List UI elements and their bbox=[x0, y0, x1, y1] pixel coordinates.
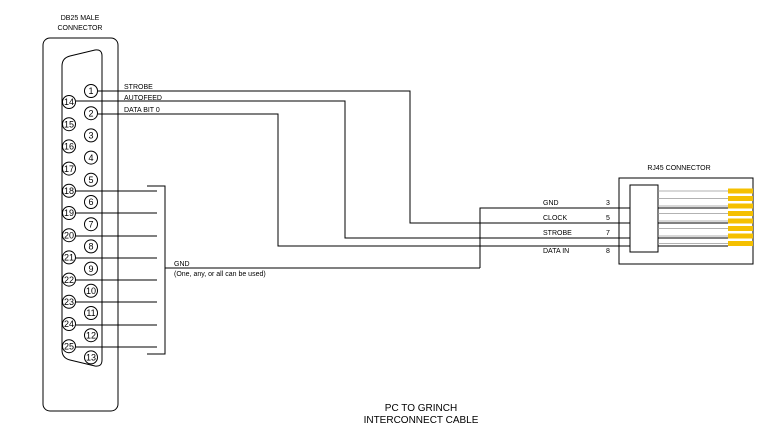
db25-insert bbox=[61, 49, 103, 367]
rj45-latch bbox=[629, 184, 659, 253]
wire-data-bit0 bbox=[98, 113, 630, 247]
rj-pin-5: 5 bbox=[606, 215, 610, 222]
label-gnd: GND bbox=[174, 261, 190, 268]
rj45-contact-5 bbox=[728, 218, 753, 224]
db25-pin-25-circle bbox=[62, 339, 76, 354]
wire-autofeed bbox=[76, 100, 630, 239]
db25-pin-17-label: 17 bbox=[64, 164, 74, 174]
db25-pin-18-label: 18 bbox=[64, 186, 74, 196]
rj45-contact-8 bbox=[728, 241, 753, 246]
db25-pin-1-label: 1 bbox=[88, 86, 93, 96]
rj-signal-data-in: DATA IN bbox=[543, 248, 569, 255]
db25-label-line1: DB25 MALE bbox=[61, 15, 100, 22]
db25-pin-12-label: 12 bbox=[86, 330, 96, 340]
db25-pin-24-circle bbox=[62, 317, 76, 331]
rj45-contact-1 bbox=[728, 188, 753, 194]
db25-pin-3-circle bbox=[84, 128, 98, 143]
db25-shell bbox=[42, 37, 119, 412]
rj45-contact-3 bbox=[728, 203, 753, 209]
wire-gnd-to-rj bbox=[479, 207, 630, 268]
diagram-title-line2: INTERCONNECT CABLE bbox=[364, 415, 479, 426]
db25-pin-22-circle bbox=[62, 272, 76, 287]
rj-signal-strobe: STROBE bbox=[543, 230, 572, 237]
db25-pin-6-label: 6 bbox=[88, 197, 93, 207]
diagram-title-line1: PC TO GRINCH bbox=[385, 403, 457, 414]
rj45-label: RJ45 CONNECTOR bbox=[647, 165, 710, 172]
db25-pin-11-circle bbox=[84, 306, 98, 320]
db25-pin-9-circle bbox=[84, 261, 98, 276]
db25-pin-15-label: 15 bbox=[64, 119, 74, 129]
rj-pin-3: 3 bbox=[606, 200, 610, 207]
label-strobe: STROBE bbox=[124, 84, 153, 91]
db25-pin-7-circle bbox=[84, 217, 98, 232]
db25-pin-24-label: 24 bbox=[64, 319, 74, 329]
rj45-contact-2 bbox=[728, 196, 753, 201]
wires bbox=[76, 90, 630, 355]
db25-pin-13-label: 13 bbox=[86, 353, 96, 363]
rj-pin-7: 7 bbox=[606, 230, 610, 237]
db25-pin-22-label: 22 bbox=[64, 275, 74, 285]
gnd-bus bbox=[147, 185, 166, 355]
db25-pin-12-circle bbox=[84, 328, 98, 343]
db25-pin-17-circle bbox=[62, 161, 76, 176]
db25-pin-14-circle bbox=[62, 95, 76, 109]
db25-pin-8-label: 8 bbox=[88, 242, 93, 252]
db25-pin-2-circle bbox=[84, 106, 98, 121]
db25-pin-14-label: 14 bbox=[64, 97, 74, 107]
rj45-pins bbox=[658, 188, 753, 247]
rj-signal-clock: CLOCK bbox=[543, 215, 567, 222]
db25-pin-10-circle bbox=[84, 283, 98, 298]
db25-pin-10-label: 10 bbox=[86, 286, 96, 296]
db25-pin-16-label: 16 bbox=[64, 142, 74, 152]
label-autofeed: AUTOFEED bbox=[124, 95, 162, 102]
db25-pin-25-label: 25 bbox=[64, 341, 74, 351]
label-gnd-note: (One, any, or all can be used) bbox=[174, 271, 266, 278]
db25-pin-21-label: 21 bbox=[64, 253, 74, 263]
db25-pin-1-circle bbox=[84, 84, 98, 98]
db25-pin-9-label: 9 bbox=[88, 264, 93, 274]
db25-pin-23-circle bbox=[62, 294, 76, 309]
db25-pins: 1234567891011121314151617181920212223242… bbox=[62, 84, 98, 365]
db25-label-line2: CONNECTOR bbox=[58, 25, 103, 32]
db25-pin-16-circle bbox=[62, 139, 76, 154]
rj-pin-8: 8 bbox=[606, 248, 610, 255]
db25-pin-19-circle bbox=[62, 206, 76, 220]
db25-pin-4-circle bbox=[84, 150, 98, 165]
db25-pin-2-label: 2 bbox=[88, 108, 93, 118]
db25-pin-23-label: 23 bbox=[64, 297, 74, 307]
db25-pin-8-circle bbox=[84, 239, 98, 254]
rj45-contact-6 bbox=[728, 226, 753, 231]
db25-pin-13-circle bbox=[84, 350, 98, 365]
db25-pin-3-label: 3 bbox=[88, 131, 93, 141]
db25-pin-5-label: 5 bbox=[88, 175, 93, 185]
db25-pin-5-circle bbox=[84, 172, 98, 187]
db25-pin-20-circle bbox=[62, 228, 76, 243]
label-data-bit0: DATA BIT 0 bbox=[124, 107, 160, 114]
db25-pin-19-label: 19 bbox=[64, 208, 74, 218]
db25-pin-6-circle bbox=[84, 195, 98, 209]
rj-signal-gnd: GND bbox=[543, 200, 559, 207]
db25-pin-4-label: 4 bbox=[88, 153, 93, 163]
db25-pin-7-label: 7 bbox=[88, 219, 93, 229]
db25-pin-18-circle bbox=[62, 183, 76, 198]
db25-pin-20-label: 20 bbox=[64, 230, 74, 240]
db25-pin-15-circle bbox=[62, 117, 76, 132]
wire-strobe bbox=[98, 90, 630, 224]
rj45-contact-7 bbox=[728, 233, 753, 239]
db25-pin-21-circle bbox=[62, 250, 76, 265]
db25-pin-11-label: 11 bbox=[86, 308, 95, 318]
rj45-contact-4 bbox=[728, 211, 753, 216]
